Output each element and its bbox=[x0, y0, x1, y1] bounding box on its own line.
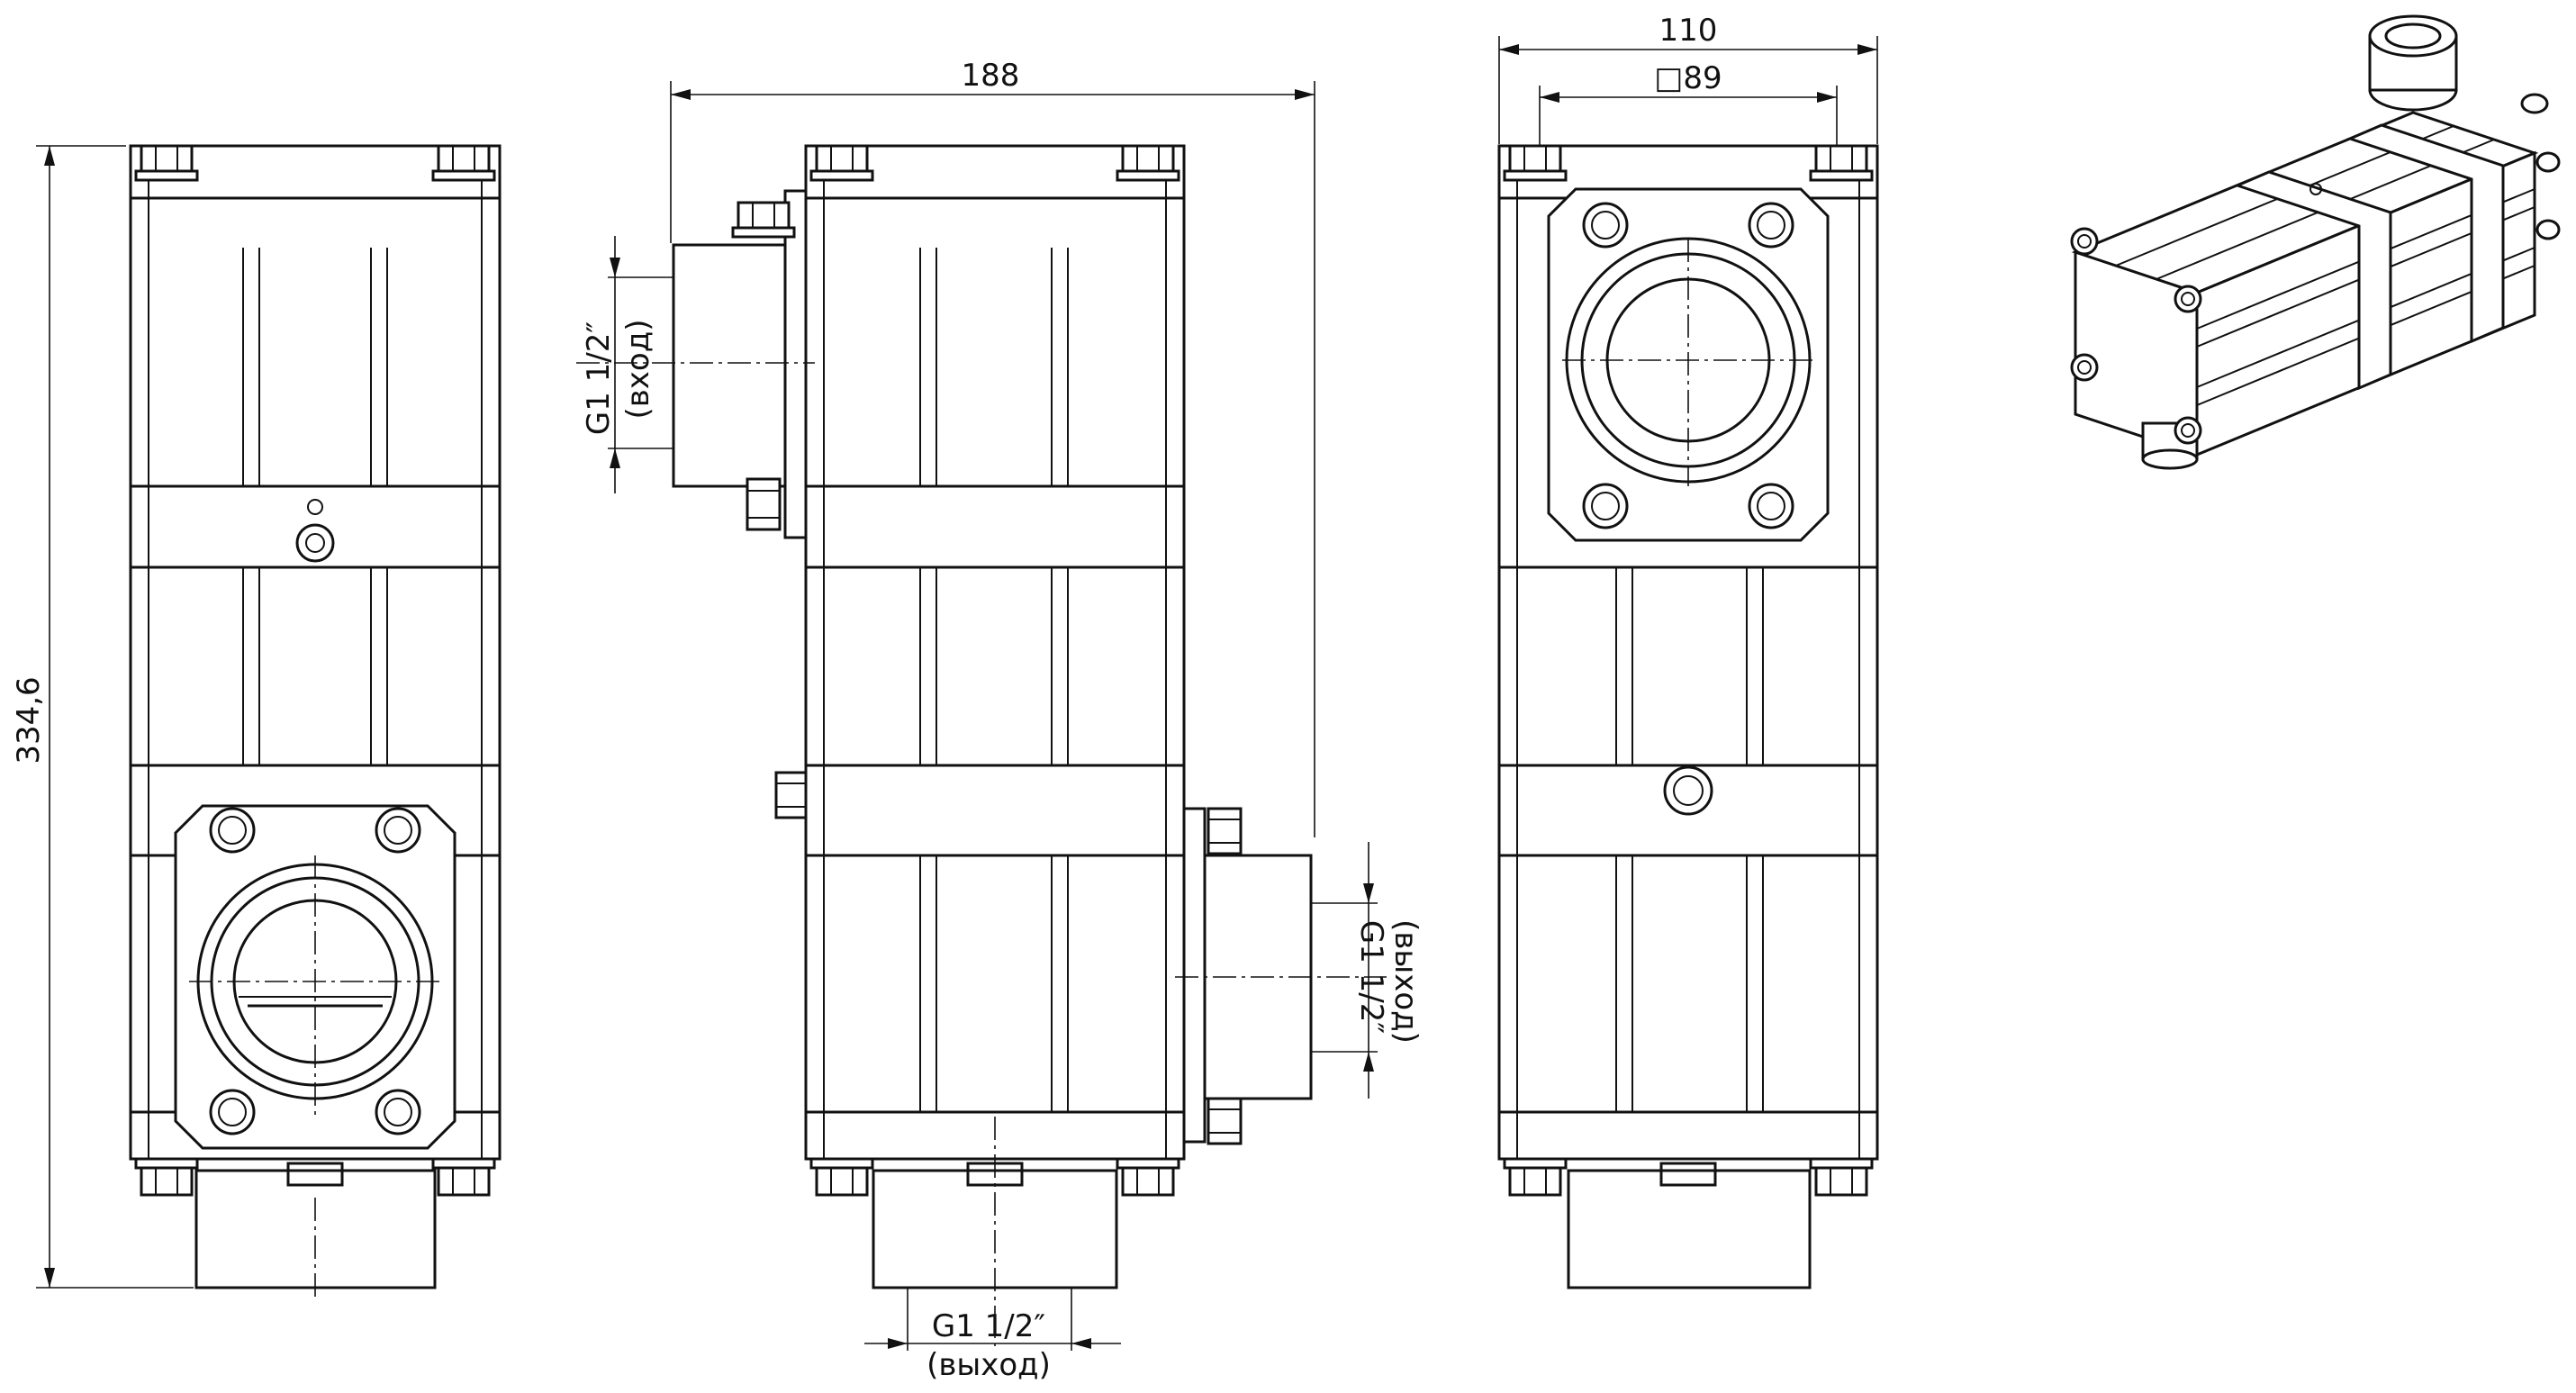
width-dimension: 188 bbox=[962, 58, 1020, 94]
side-view: 188 G1 1/2″ (вход) G1 1/2″ bbox=[576, 58, 1424, 1383]
side-outlet-thread-label: G1 1/2″ bbox=[1353, 920, 1389, 1034]
inlet-note-label: (вход) bbox=[620, 320, 656, 420]
square-flange-dimension: □89 bbox=[1654, 60, 1722, 96]
bottom-outlet-thread-label: G1 1/2″ bbox=[932, 1308, 1045, 1344]
height-dimension: 334,6 bbox=[11, 676, 47, 764]
front-view: 334,6 bbox=[11, 144, 502, 1297]
right-view: 110 □89 bbox=[1497, 13, 1879, 1289]
inlet-thread-label: G1 1/2″ bbox=[581, 321, 617, 435]
right-width-dimension: 110 bbox=[1659, 13, 1718, 49]
bottom-outlet-note-label: (выход) bbox=[926, 1347, 1051, 1383]
side-outlet-note-label: (выход) bbox=[1387, 919, 1424, 1044]
isometric-view bbox=[2070, 14, 2561, 470]
